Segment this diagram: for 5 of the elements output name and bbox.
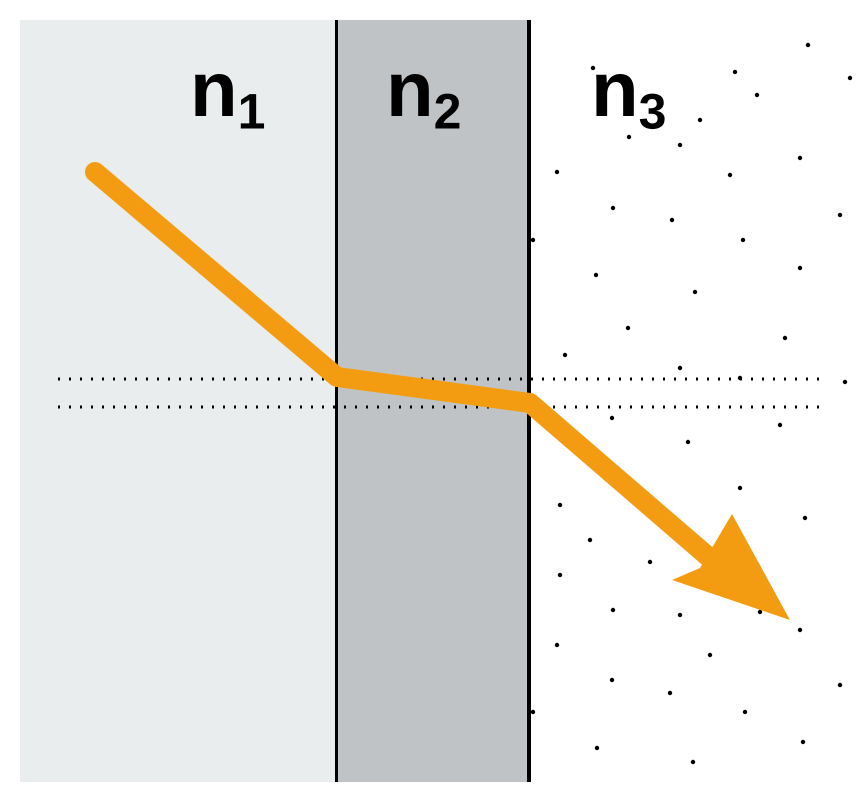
refractive-index-label: n$_{1}$ xyxy=(190,50,266,136)
medium-band xyxy=(20,20,337,782)
medium-band xyxy=(335,20,530,782)
refractive-index-label: n$_{3}$ xyxy=(591,50,666,136)
refractive-index-label: n$_{2}$ xyxy=(386,50,462,136)
